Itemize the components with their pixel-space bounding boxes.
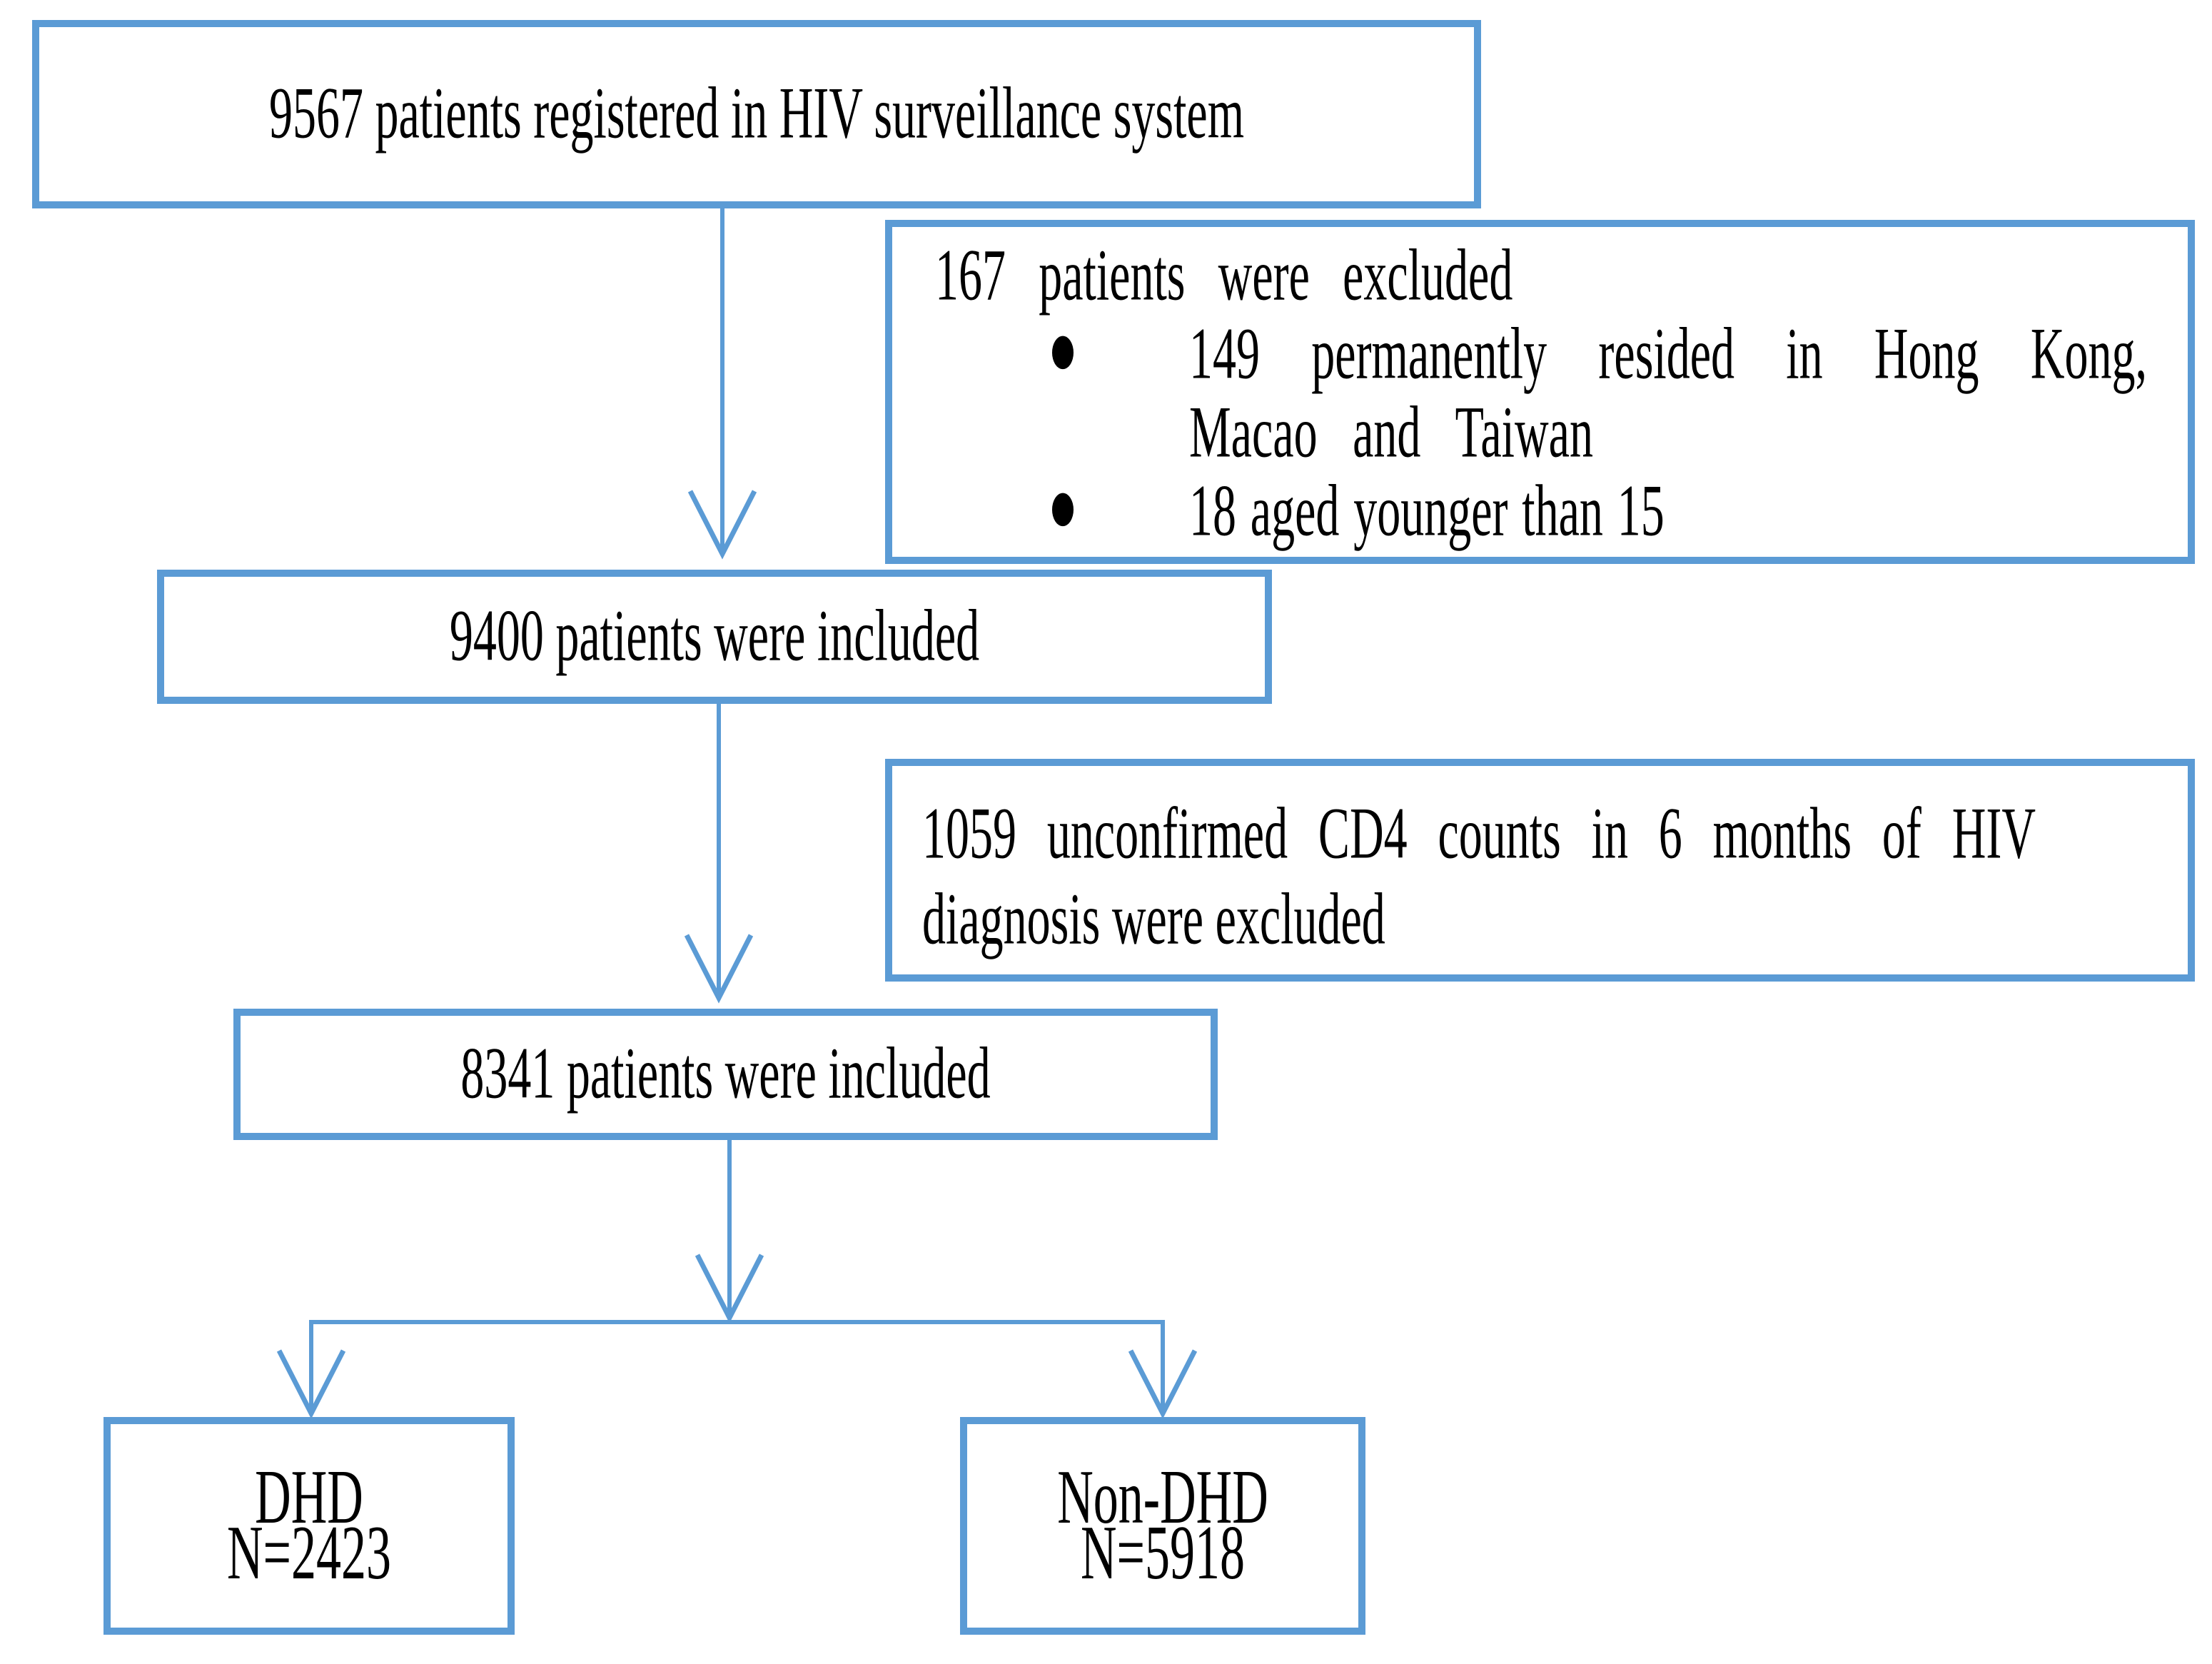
bullet-item-1-continuation: Macao and Taiwan — [1189, 373, 2147, 495]
dhd-label: DHD — [255, 1455, 363, 1541]
bullet-item-1-line-2: Macao and Taiwan — [1189, 392, 1593, 473]
bullet-item-2-line-1: 18 aged younger than 15 — [1189, 470, 1665, 552]
arrow-registered-to-included1 — [687, 208, 757, 560]
bullet-icon — [1052, 493, 1074, 527]
bullet-item-1-line-1: 149 permanently resided in Hong Kong, — [1189, 313, 2147, 395]
box-registered: 9567 patients registered in HIV surveill… — [32, 20, 1481, 208]
arrowhead-down-icon — [684, 934, 754, 1004]
arrowhead-down-icon — [687, 490, 757, 560]
bullet-item-1: 149 permanently resided in Hong Kong, — [1052, 294, 2147, 416]
box-included-second: 8341 patients were included — [233, 1009, 1218, 1140]
excluded-cd4-line-2: diagnosis were excluded — [922, 879, 1385, 960]
box-dhd: DHD N=2423 — [103, 1417, 515, 1635]
split-line — [309, 1320, 1165, 1412]
box-non-dhd: Non-DHD N=5918 — [960, 1417, 1365, 1635]
box-excluded-initial: 167 patients were excluded 149 permanent… — [885, 220, 2195, 564]
box-excluded-cd4: 1059 unconfirmed CD4 counts in 6 months … — [885, 759, 2195, 982]
box-included-first-text: 9400 patients were included — [449, 595, 980, 677]
non-dhd-label: Non-DHD — [1057, 1455, 1268, 1541]
arrowhead-down-icon — [276, 1349, 346, 1419]
box-included-second-text: 8341 patients were included — [460, 1033, 991, 1114]
excluded-cd4-line-1: 1059 unconfirmed CD4 counts in 6 months … — [922, 793, 2036, 874]
arrowhead-down-icon — [695, 1254, 764, 1323]
bullet-item-2: 18 aged younger than 15 — [1052, 451, 2147, 573]
box-registered-text: 9567 patients registered in HIV surveill… — [268, 73, 1245, 154]
box-included-first: 9400 patients were included — [157, 570, 1272, 704]
arrow-included1-to-included2 — [684, 704, 754, 1004]
split-connector — [276, 1320, 1198, 1419]
bullet-icon — [1052, 336, 1074, 370]
arrow-included2-to-split — [695, 1140, 764, 1323]
non-dhd-count: N=5918 — [1080, 1511, 1246, 1596]
excluded-initial-title: 167 patients were excluded — [935, 235, 1513, 316]
dhd-count: N=2423 — [226, 1511, 392, 1596]
arrowhead-down-icon — [1128, 1349, 1198, 1419]
